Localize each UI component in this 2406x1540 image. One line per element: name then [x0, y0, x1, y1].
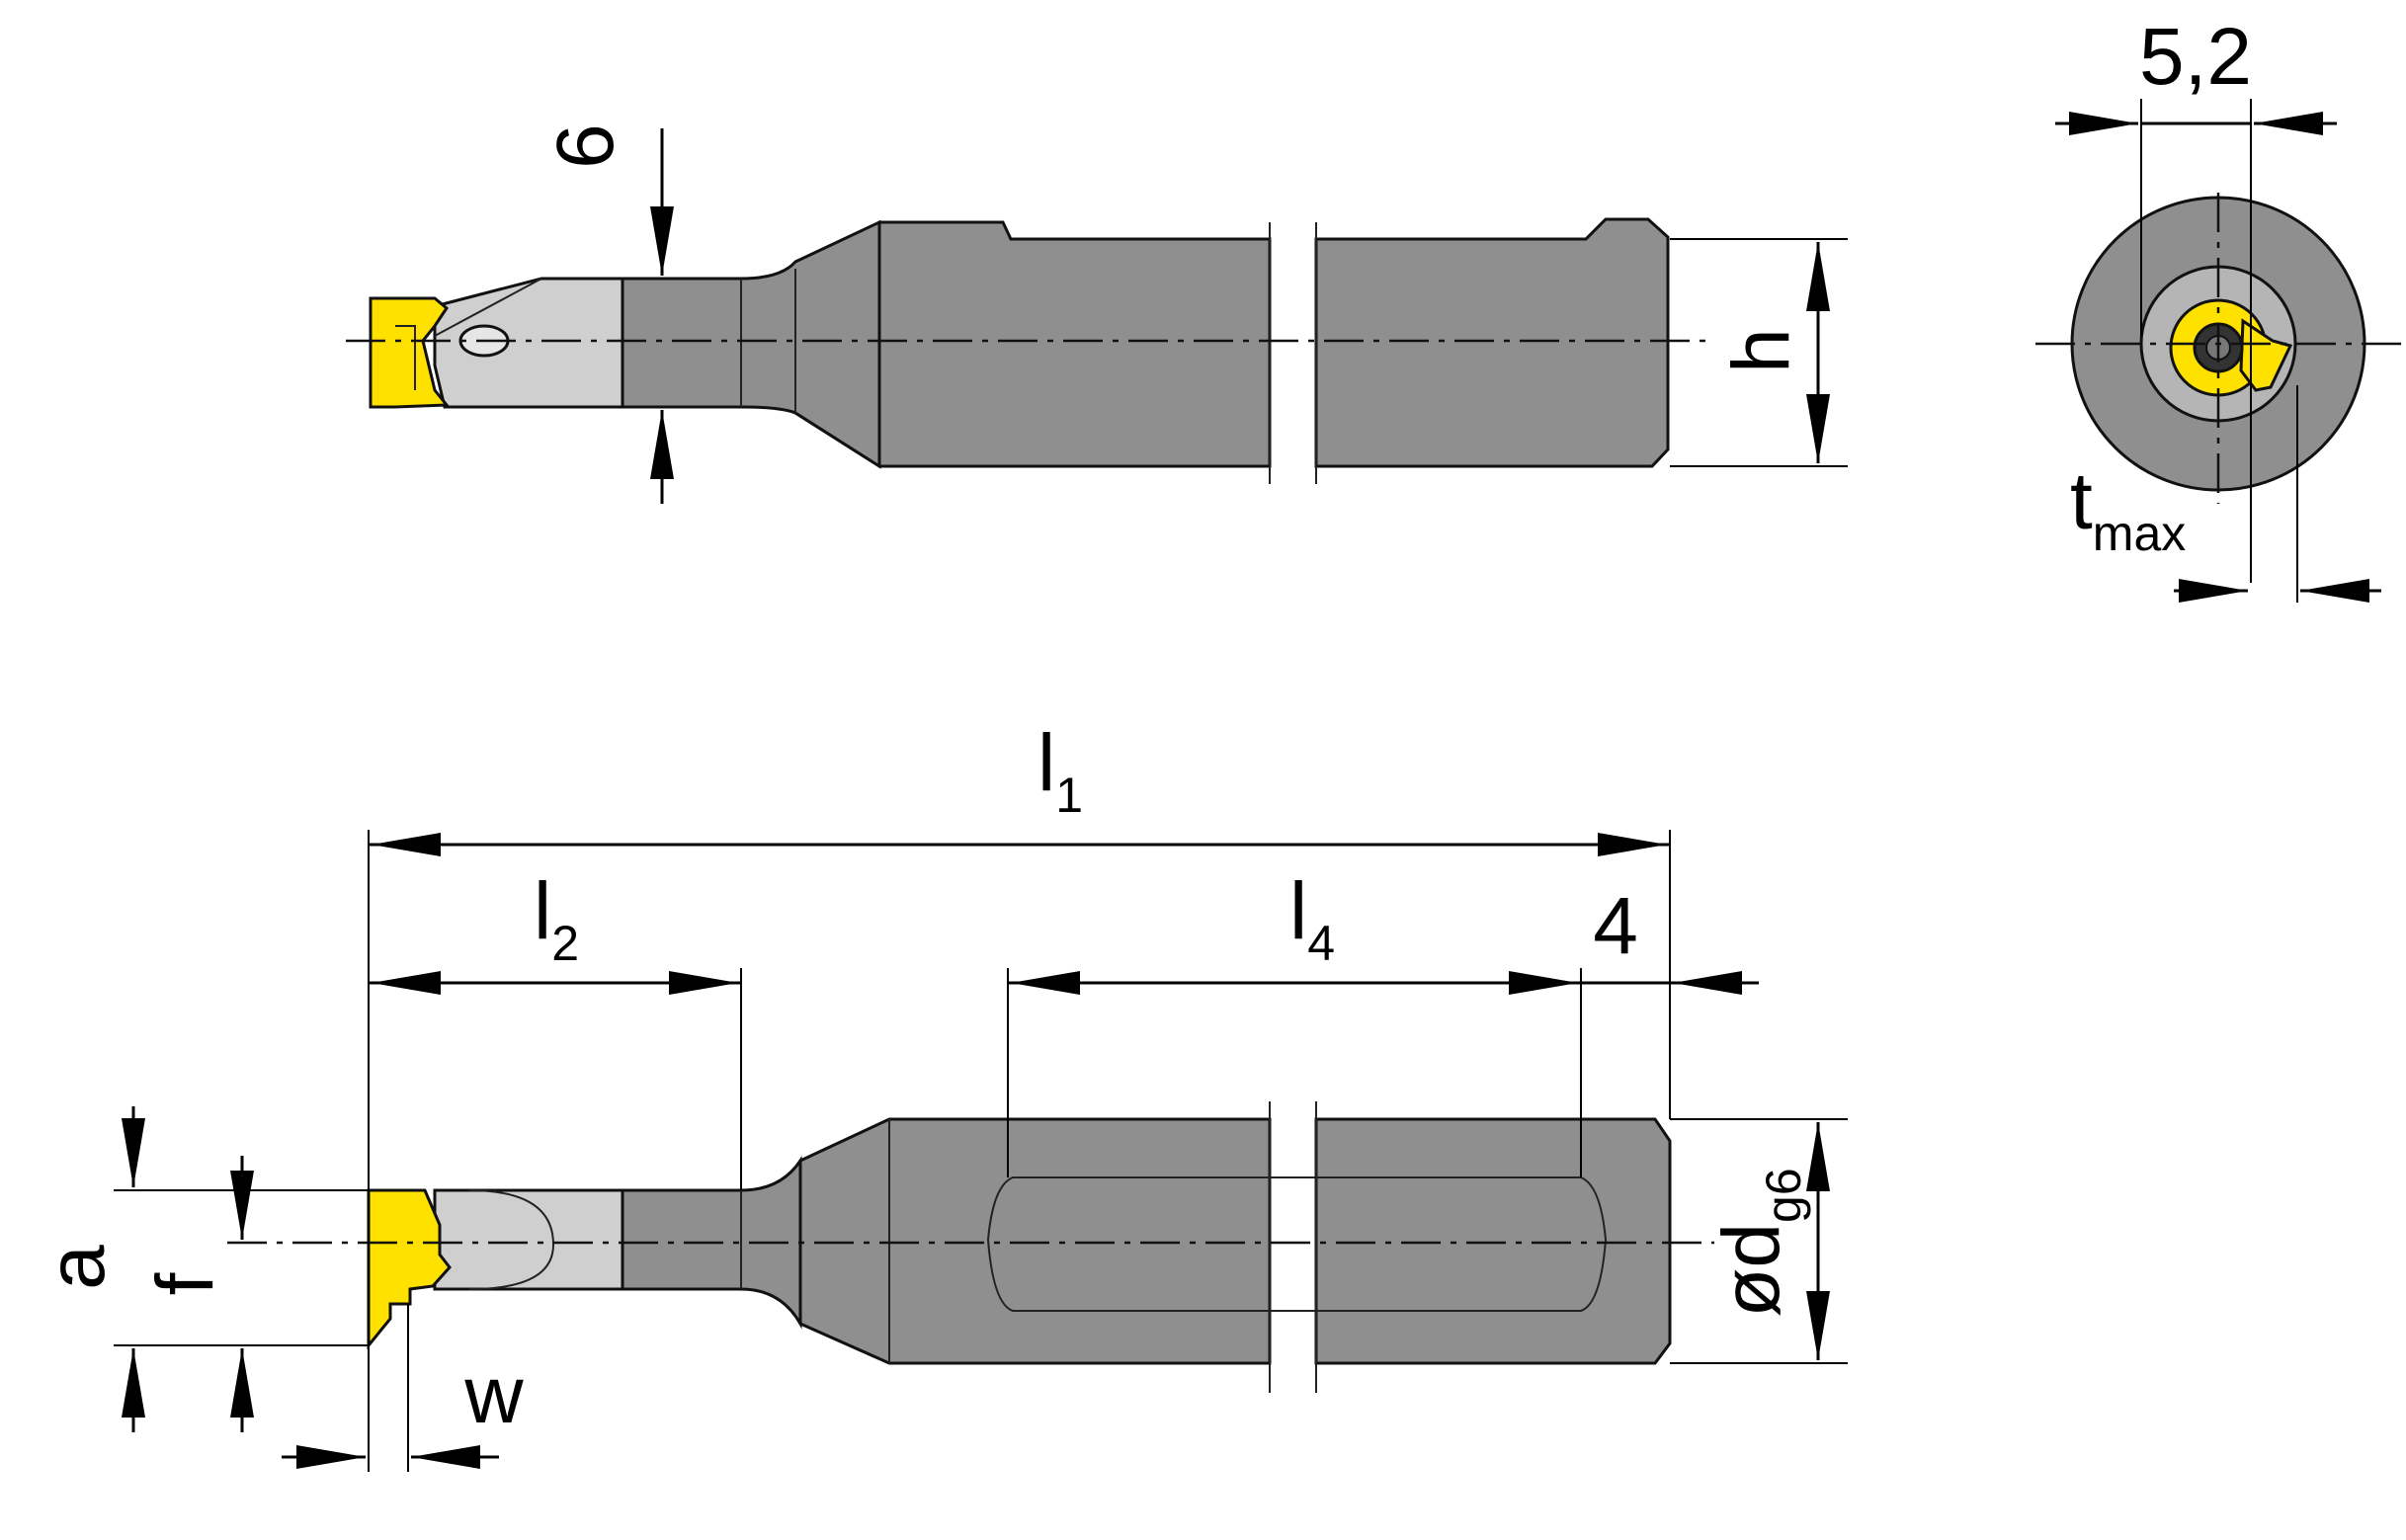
tmax-label: tmax [2070, 456, 2186, 561]
l1-label: l1 [1037, 718, 1083, 823]
four-label: 4 [1593, 881, 1638, 971]
w-label: w [463, 1350, 524, 1440]
top-neck [621, 219, 881, 469]
d-label: ødg6 [1706, 1168, 1811, 1317]
side-shank [798, 1117, 1272, 1365]
six-label: 6 [540, 123, 630, 169]
l1-main: l [1037, 718, 1055, 808]
l4-main: l [1289, 866, 1307, 956]
d-main: ød [1706, 1223, 1796, 1318]
top-shank-end [1314, 217, 1670, 468]
side-shank-end [1314, 1117, 1672, 1365]
end-view: 5,2 tmax [2035, 12, 2401, 603]
l2-main: l [534, 866, 551, 956]
top-insert-edge [395, 325, 416, 390]
l1-sub: 1 [1055, 768, 1083, 823]
f-label: f [140, 1272, 230, 1295]
l4-sub: 4 [1307, 916, 1335, 971]
side-view: l1 l2 l4 4 ødg6 a f w [32, 718, 1848, 1472]
a-label: a [32, 1245, 122, 1290]
end-insert-tip [2239, 318, 2293, 392]
w52-label: 5,2 [2139, 12, 2252, 102]
side-flat [986, 1176, 1608, 1312]
l2-label: l2 [534, 866, 579, 971]
tmax-main: t [2070, 456, 2093, 546]
d-sub: g6 [1756, 1168, 1811, 1223]
side-insert [367, 1188, 452, 1350]
l4-label: l4 [1289, 866, 1335, 971]
l2-sub: 2 [551, 916, 579, 971]
top-insert [369, 296, 451, 409]
tmax-sub: max [2093, 506, 2186, 561]
side-neck-curve [468, 1189, 555, 1290]
h-label: h [1716, 328, 1806, 373]
top-neck-edge [434, 278, 542, 337]
side-neck-light [433, 1188, 624, 1291]
top-view: h 6 [346, 123, 1848, 504]
